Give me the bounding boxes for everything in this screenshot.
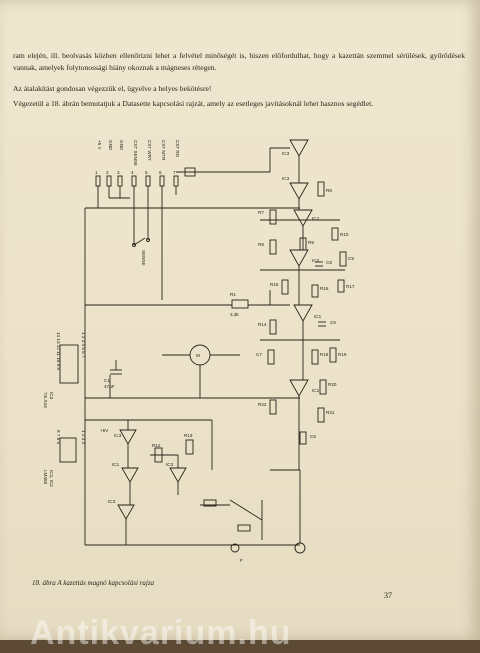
svg-text:SENSE: SENSE — [141, 250, 146, 266]
svg-text:+5V: +5V — [100, 428, 109, 433]
svg-text:R13: R13 — [184, 433, 193, 438]
svg-text:R1: R1 — [230, 292, 236, 297]
svg-text:C7: C7 — [256, 352, 262, 357]
tape-head: F — [200, 469, 306, 563]
svg-text:LM358: LM358 — [43, 470, 48, 484]
connector-label: +5 V — [97, 140, 102, 151]
svg-text:R15: R15 — [270, 282, 279, 287]
svg-text:7: 7 — [173, 170, 176, 175]
svg-text:IC3: IC3 — [282, 176, 290, 181]
paragraph-warning: Az átalakítást gondosan végezzük el, ügy… — [13, 84, 212, 93]
capacitor-c1: C1 47µF — [104, 360, 122, 389]
svg-text:R20: R20 — [328, 382, 337, 387]
svg-text:R14: R14 — [258, 322, 267, 327]
opamp-chain-right: IC3 IC3 IC2 IC2 IC1 IC1 — [282, 139, 322, 470]
watermark: Antikvarium.hu — [30, 614, 292, 652]
svg-text:IC1: IC1 — [314, 314, 322, 319]
svg-text:R16: R16 — [320, 286, 329, 291]
opamp-ic1-a — [121, 467, 139, 483]
opamp-ic3-b — [117, 504, 135, 520]
svg-text:2: 2 — [106, 170, 109, 175]
svg-text:R21: R21 — [326, 410, 335, 415]
component-ladder: R6 R7 R8 R9 R10 C8 C9 R15 R16 R17 C6 R14 — [256, 181, 355, 445]
connector-label: CST RD — [175, 140, 180, 158]
svg-text:R8: R8 — [258, 242, 264, 247]
svg-text:R12: R12 — [152, 443, 161, 448]
svg-text:IC1: IC1 — [112, 462, 120, 467]
figure-caption: 18. ábra A kazettás magnó kapcsolási raj… — [32, 579, 155, 587]
svg-text:R6: R6 — [326, 188, 332, 193]
resistor-r1 — [231, 299, 249, 309]
svg-text:R9: R9 — [308, 240, 314, 245]
svg-text:5: 5 — [145, 170, 148, 175]
motor: M — [162, 344, 240, 398]
svg-text:1: 1 — [95, 170, 98, 175]
svg-text:IC3: IC3 — [49, 392, 54, 400]
svg-text:F: F — [240, 558, 243, 563]
ic3-pinout: 14 13 12 11 10 9 8 1 2 3 4 5 6 7 IC3 74L… — [43, 332, 86, 408]
svg-text:1 2 3 4: 1 2 3 4 — [81, 430, 86, 444]
svg-text:R22: R22 — [258, 402, 267, 407]
connector-pins: 1 2 3 4 5 6 7 — [95, 170, 179, 187]
svg-text:R10: R10 — [340, 232, 349, 237]
svg-text:47µF: 47µF — [104, 384, 115, 389]
svg-text:IC1: IC1 — [312, 388, 320, 393]
connector-labels: +5 V GND GND CST SENSE CST WRT CST MTR C… — [97, 140, 180, 166]
connector-label: GND — [119, 140, 124, 151]
svg-text:14 13 12 11 10 9 8: 14 13 12 11 10 9 8 — [56, 332, 61, 370]
svg-text:C8: C8 — [326, 260, 332, 265]
svg-text:IC3: IC3 — [108, 499, 116, 504]
connector-label: CST WRT — [147, 140, 152, 161]
svg-text:C9: C9 — [348, 256, 354, 261]
connector-label: GND — [108, 140, 113, 151]
svg-text:C5: C5 — [310, 434, 316, 439]
page-number: 37 — [384, 591, 392, 600]
svg-text:3,3k: 3,3k — [230, 312, 239, 317]
svg-text:IC2: IC2 — [312, 216, 320, 221]
svg-text:IC3: IC3 — [166, 462, 174, 467]
svg-text:R18: R18 — [320, 352, 329, 357]
paragraph-intro: ram elején, ill. beolvasás közben ellenő… — [13, 51, 465, 73]
ic1-ic2-pinout: 8 7 6 5 1 2 3 4 IC1, IC2 LM358 — [43, 430, 86, 487]
connector-label: CST SENSE — [133, 140, 138, 166]
svg-text:IC3: IC3 — [282, 151, 290, 156]
svg-text:C6: C6 — [330, 320, 336, 325]
sense-switch: SENSE — [132, 237, 150, 266]
svg-text:R7: R7 — [258, 210, 264, 215]
opamp-ic3-c — [169, 467, 187, 483]
paragraph-schematic-intro: Végezetül a 18. ábrán bemutatjuk a Datas… — [13, 99, 374, 108]
svg-text:IC1, IC2: IC1, IC2 — [49, 470, 54, 487]
svg-text:74LS14: 74LS14 — [43, 392, 48, 408]
svg-text:R19: R19 — [338, 352, 347, 357]
connector-label: CST MTR — [161, 140, 166, 161]
svg-text:1 2 3 4 5 6 7: 1 2 3 4 5 6 7 — [81, 332, 86, 358]
svg-text:C1: C1 — [104, 378, 110, 383]
svg-text:6: 6 — [159, 170, 162, 175]
svg-text:IC3: IC3 — [114, 433, 122, 438]
svg-text:8 7 6 5: 8 7 6 5 — [56, 430, 61, 444]
svg-text:IC2: IC2 — [312, 258, 320, 263]
svg-text:M: M — [196, 353, 200, 358]
opamp-ic3-a — [119, 429, 137, 445]
svg-text:R17: R17 — [346, 284, 355, 289]
svg-text:4: 4 — [131, 170, 134, 175]
svg-text:3: 3 — [117, 170, 120, 175]
